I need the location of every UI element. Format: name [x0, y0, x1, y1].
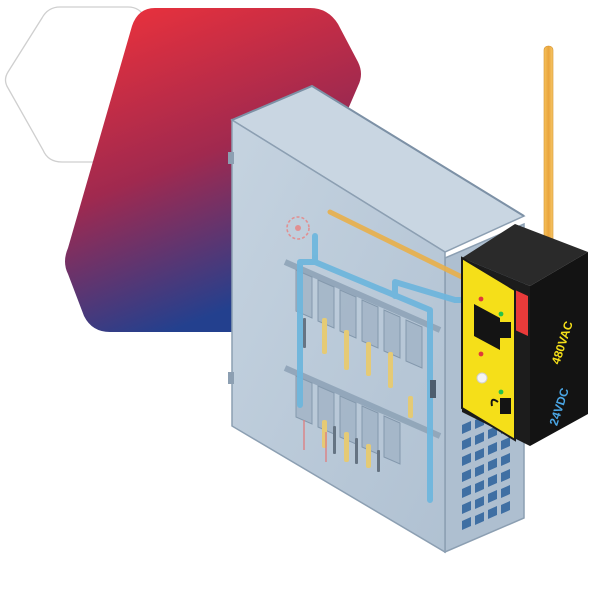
door-latch: [430, 380, 436, 398]
device-box-top: [462, 224, 588, 286]
circle-marker: [286, 216, 310, 240]
status-led-green-lower: [498, 389, 504, 395]
display-window: [474, 304, 500, 350]
hexagon-gradient-icon: [65, 8, 361, 332]
antenna-rod: [543, 45, 554, 265]
orange-busbar: [327, 209, 471, 283]
status-led-red: [478, 296, 484, 302]
connector-top: [500, 322, 511, 338]
device-box-front: [530, 252, 588, 446]
status-led-green: [498, 311, 504, 317]
cabinet-interior: [283, 209, 471, 472]
status-led-red-lower: [478, 351, 484, 357]
hinge-top: [228, 152, 234, 164]
terminal-pegs: [322, 318, 413, 468]
status-light-white: [476, 372, 488, 384]
hinge-bottom: [228, 372, 234, 384]
device-red-stripe: [515, 290, 528, 336]
yellow-mounting-plate: [461, 256, 516, 442]
connector-bottom: [500, 398, 511, 414]
